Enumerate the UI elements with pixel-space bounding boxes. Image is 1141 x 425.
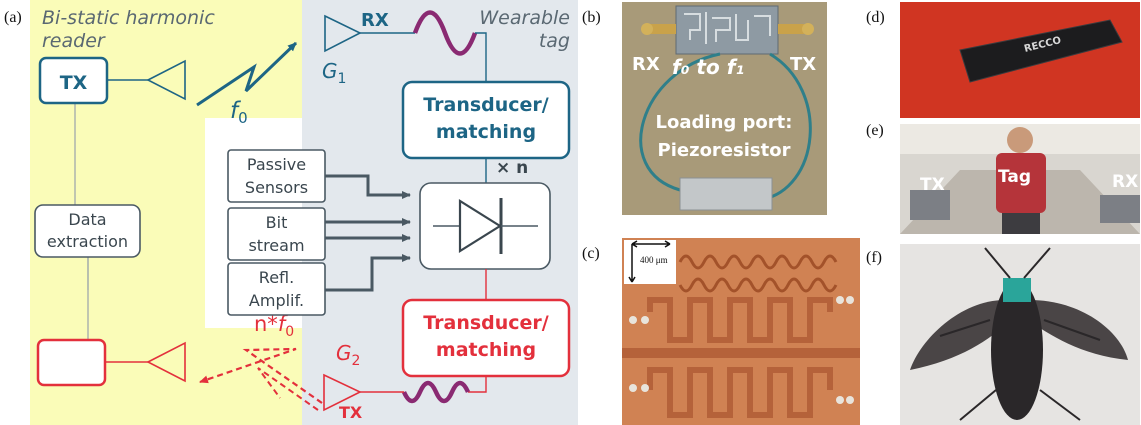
bit-stream-box: [227, 207, 326, 261]
photo-e-tag: Tag: [998, 167, 1031, 187]
reader-rx-antenna-icon: [146, 341, 186, 383]
passive-sensors-line1: Passive: [247, 155, 306, 174]
photo-b-tx: TX: [790, 54, 816, 75]
person-head: [1007, 127, 1033, 153]
panel-label-e: (e): [866, 122, 884, 139]
photo-b-loading-line1: Loading port:: [656, 112, 793, 133]
photo-b-rx: RX: [632, 54, 660, 75]
reader-rx-box: [36, 338, 107, 387]
tag-tx-antenna-icon: [323, 373, 362, 412]
arrow-passive-to-diode: [325, 174, 411, 199]
photo-f-beetle: [900, 244, 1140, 425]
panel-label-a: (a): [4, 9, 22, 26]
reader-tx-label: TX: [60, 72, 88, 94]
arrow-refl-to-diode: [325, 254, 411, 292]
big-meander-1: [647, 297, 833, 343]
reader-title-line2: reader: [42, 30, 106, 52]
beetle-body: [991, 280, 1043, 420]
panel-label-c: (c): [582, 245, 600, 262]
tag-rx-antenna-icon: [324, 14, 362, 53]
reader-tx-antenna-icon: [146, 59, 186, 101]
dashed-arrow-red-1: [199, 347, 323, 404]
beetle-antennae: [939, 247, 1101, 421]
photo-c-microstrip: 400 μm: [622, 238, 860, 425]
lightning-arrow-blue: [196, 41, 298, 107]
passive-sensors-line2: Sensors: [245, 178, 308, 197]
top-meander: [678, 254, 838, 270]
beetle-wing-right: [1028, 300, 1128, 360]
tag-rx-label: RX: [361, 10, 389, 31]
reader-title-line1: Bi-static harmonic: [42, 7, 215, 29]
beetle-tag: [1003, 278, 1031, 302]
times-n-label: × n: [496, 158, 528, 178]
big-meander-2: [647, 367, 833, 418]
data-extraction-line2: extraction: [47, 232, 128, 251]
bit-stream-line2: stream: [248, 236, 304, 255]
transducer-top-line2: matching: [436, 121, 536, 143]
nf0-label: n*f0: [254, 312, 294, 340]
mid-meander: [678, 277, 838, 293]
tag-title-line2: tag: [539, 30, 570, 52]
diode-box: [419, 182, 551, 270]
tag-tx-label: TX: [339, 403, 363, 422]
data-extraction-box: [34, 204, 141, 258]
reflector-body: [959, 19, 1123, 83]
f0-label: f0: [230, 98, 248, 127]
piezoresistor: [679, 177, 773, 211]
refl-amplif-line1: Refl.: [259, 268, 294, 287]
photo-e-tx: TX: [920, 175, 945, 195]
photo-e-rx: RX: [1112, 172, 1138, 192]
g2-label: G2: [336, 341, 360, 369]
tag-wire-bottom: [468, 376, 487, 393]
panel-label-f: (f): [866, 249, 882, 266]
refl-amplif-line2: Amplif.: [249, 291, 304, 310]
transducer-top-line1: Transducer/: [423, 94, 549, 116]
sine-wave-bottom: [401, 380, 471, 404]
scale-arrows: [628, 240, 671, 283]
photo-b-tag-prototype: RX TX f₀ to f₁ Loading port: Piezoresist…: [622, 2, 827, 215]
person-shirt: [996, 153, 1046, 213]
photo-b-f0-to-f1: f₀ to f₁: [672, 55, 744, 79]
sine-wave-top: [412, 10, 478, 56]
photo-c-scale: 400 μm: [640, 255, 668, 265]
loop-wire: [639, 52, 812, 202]
transducer-bottom-line1: Transducer/: [423, 312, 549, 334]
panel-label-b: (b): [582, 9, 601, 26]
transducer-bottom-line2: matching: [436, 339, 536, 361]
bit-stream-line1: Bit: [266, 213, 288, 232]
photo-e-person: TX Tag RX: [900, 124, 1140, 234]
beetle-wing-left: [910, 300, 1010, 370]
tag-wire-top: [475, 32, 487, 82]
diode-icon: [458, 199, 503, 253]
g1-label: G1: [322, 59, 346, 87]
dashed-arrow-red-2: [257, 367, 319, 411]
pcb-traces: [684, 12, 771, 44]
tag-title-line1: Wearable: [479, 7, 570, 29]
photo-d-recco: RECCO: [900, 2, 1140, 118]
panel-label-d: (d): [866, 9, 885, 26]
data-extraction-line1: Data: [68, 210, 106, 229]
photo-b-loading-line2: Piezoresistor: [658, 140, 791, 161]
